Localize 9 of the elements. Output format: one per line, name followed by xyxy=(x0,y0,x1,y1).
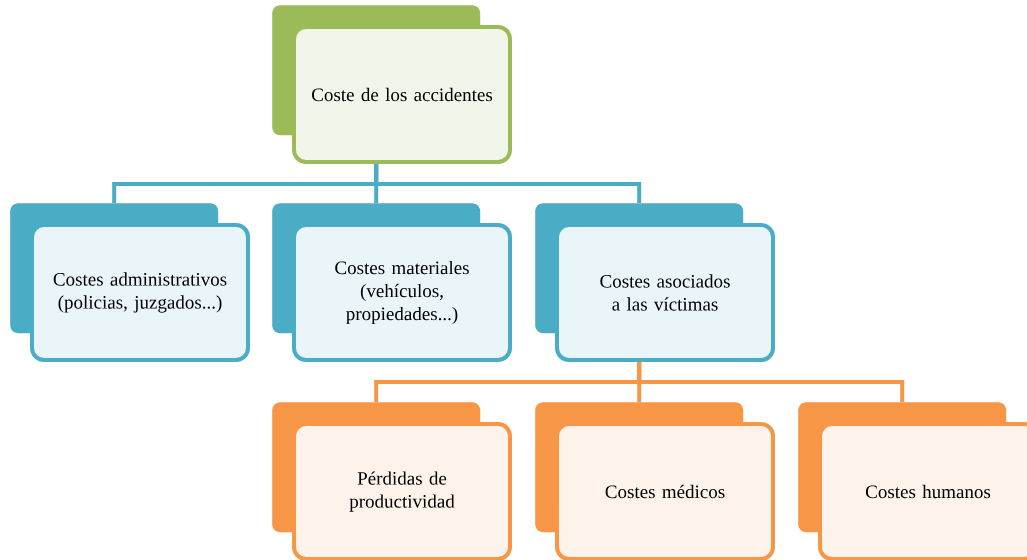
node-box: Pérdidas de productividad xyxy=(272,402,512,560)
node-box: Costes asociados a las víctimas xyxy=(535,203,775,362)
node-box: Costes materiales (vehículos, propiedades...) xyxy=(272,203,512,362)
connector xyxy=(374,164,642,203)
node-box: Costes administrativos (policias, juzgados...) xyxy=(10,203,250,362)
connector xyxy=(637,362,905,402)
node-box: Coste de los accidentes xyxy=(272,5,512,164)
node-box: Costes médicos xyxy=(535,402,775,560)
node-box: Costes humanos xyxy=(798,402,1027,560)
